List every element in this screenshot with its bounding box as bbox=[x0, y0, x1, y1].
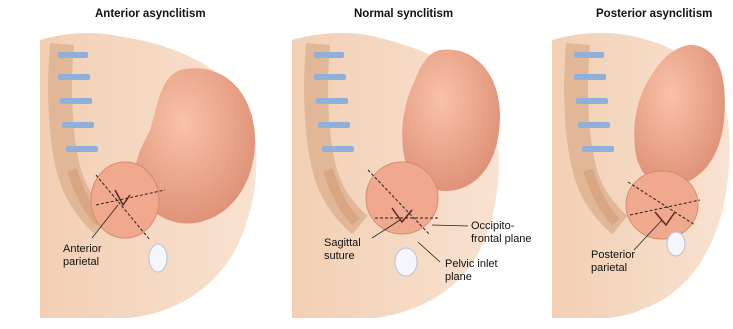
pubic-symphysis bbox=[667, 232, 685, 256]
label-line: Anterior bbox=[63, 243, 102, 256]
label-line: parietal bbox=[63, 256, 102, 269]
pubic-symphysis bbox=[395, 248, 417, 276]
label-line: Sagittal bbox=[324, 237, 361, 250]
label-line: frontal plane bbox=[471, 233, 532, 246]
label-line: plane bbox=[445, 271, 498, 284]
label-line: Posterior bbox=[591, 249, 635, 262]
panel-posterior bbox=[552, 33, 729, 318]
label-sagittal-suture: Sagittal suture bbox=[324, 237, 361, 263]
panel-anterior bbox=[40, 33, 257, 318]
label-line: Occipito- bbox=[471, 220, 532, 233]
label-anterior-parietal: Anterior parietal bbox=[63, 243, 102, 269]
pubic-symphysis bbox=[149, 244, 167, 272]
label-occipito-frontal-plane: Occipito- frontal plane bbox=[471, 220, 532, 246]
label-line: suture bbox=[324, 250, 361, 263]
label-pelvic-inlet-plane: Pelvic inlet plane bbox=[445, 258, 498, 284]
label-line: Pelvic inlet bbox=[445, 258, 498, 271]
fetal-head bbox=[626, 171, 698, 239]
label-posterior-parietal: Posterior parietal bbox=[591, 249, 635, 275]
fetal-head bbox=[366, 162, 438, 234]
label-line: parietal bbox=[591, 262, 635, 275]
